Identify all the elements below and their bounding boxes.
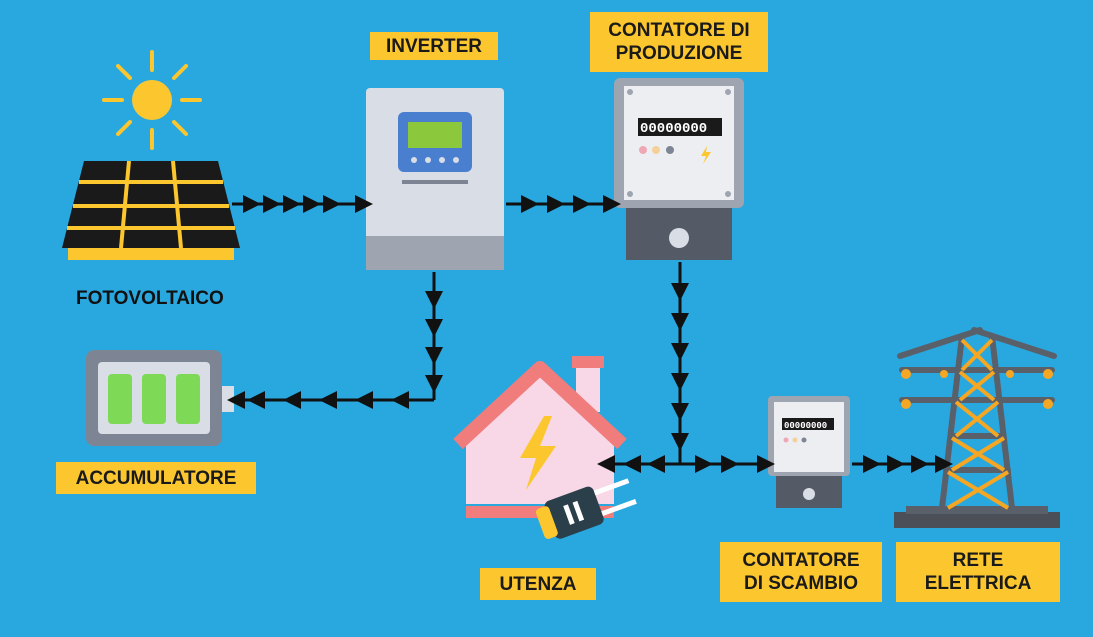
exchange-meter-icon: 00000000 bbox=[768, 396, 850, 508]
production-meter-icon: 00000000 bbox=[614, 78, 744, 260]
exchange-meter-reading: 00000000 bbox=[784, 421, 827, 431]
production-meter-label: CONTATORE DI PRODUZIONE bbox=[590, 12, 768, 72]
sun-icon bbox=[102, 50, 202, 150]
power-pylon-icon bbox=[894, 327, 1060, 528]
battery-icon bbox=[86, 350, 234, 446]
exchange-meter-label: CONTATORE DI SCAMBIO bbox=[720, 542, 882, 602]
accumulator-label: ACCUMULATORE bbox=[56, 462, 256, 494]
inverter-icon bbox=[366, 88, 504, 270]
inverter-label: INVERTER bbox=[370, 32, 498, 60]
solar-panel-icon bbox=[62, 160, 240, 260]
photovoltaic-label: FOTOVOLTAICO bbox=[76, 288, 224, 309]
user-label: UTENZA bbox=[480, 568, 596, 600]
plug-icon bbox=[535, 478, 637, 539]
production-meter-reading: 00000000 bbox=[640, 121, 707, 137]
grid-label: RETE ELETTRICA bbox=[896, 542, 1060, 602]
